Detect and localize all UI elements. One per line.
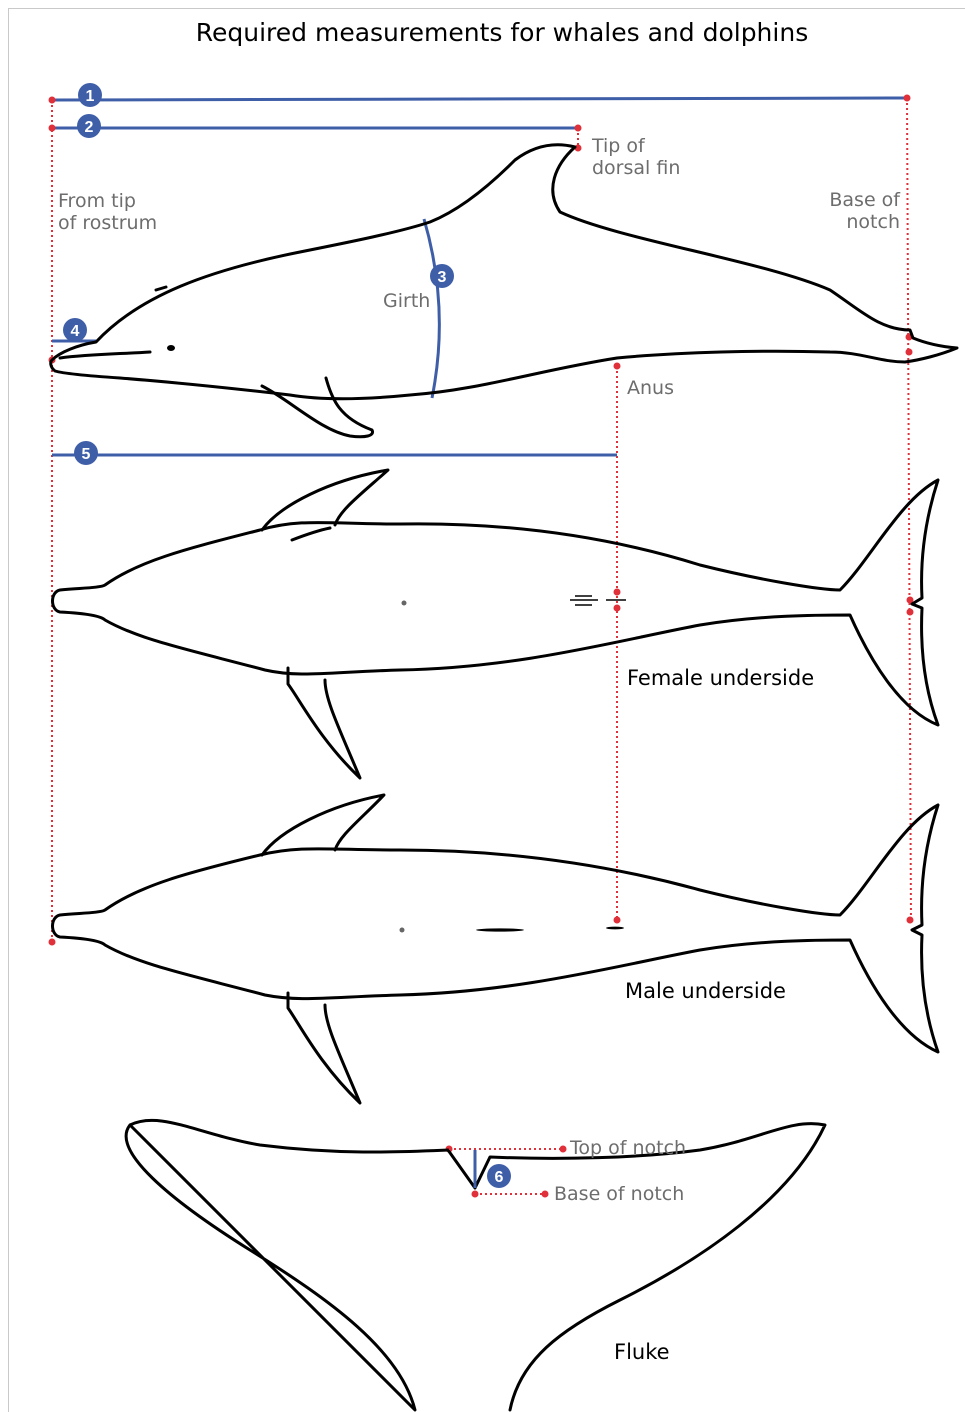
side-pectoral-fin bbox=[262, 378, 373, 437]
male-left-flipper bbox=[262, 795, 384, 855]
male-navel bbox=[400, 928, 405, 933]
side-mouth-line bbox=[60, 352, 150, 358]
female-navel bbox=[402, 601, 407, 606]
male-anus-mark bbox=[606, 927, 624, 930]
label-male-underside: Male underside bbox=[625, 979, 786, 1003]
svg-text:5: 5 bbox=[82, 446, 91, 463]
measurement-line-1 bbox=[52, 98, 907, 100]
label-from-tip-line2: of rostrum bbox=[58, 212, 157, 234]
label-from-tip-line1: From tip bbox=[58, 190, 136, 212]
diagram-title: Required measurements for whales and dol… bbox=[196, 18, 808, 47]
label-tip-dorsal-line1: Tip of bbox=[591, 135, 646, 157]
male-right-flipper bbox=[288, 993, 360, 1103]
female-right-flipper bbox=[288, 668, 360, 778]
dolphin-male-underside bbox=[53, 795, 939, 1103]
label-base-of-notch: Base of notch bbox=[554, 1183, 684, 1205]
fluke-view bbox=[126, 1120, 825, 1410]
svg-text:2: 2 bbox=[85, 119, 94, 136]
side-eye bbox=[167, 345, 175, 351]
label-female-underside: Female underside bbox=[627, 666, 814, 690]
dolphin-side-view bbox=[51, 145, 957, 437]
label-girth: Girth bbox=[383, 290, 430, 312]
label-anus: Anus bbox=[627, 377, 674, 399]
badge-3: 3 bbox=[430, 264, 454, 288]
label-fluke: Fluke bbox=[614, 1340, 670, 1364]
badge-5: 5 bbox=[74, 441, 98, 465]
notch-guide-line bbox=[907, 98, 911, 922]
label-tip-dorsal-line2: dorsal fin bbox=[592, 157, 680, 179]
badge-1: 1 bbox=[78, 83, 102, 107]
female-left-flipper bbox=[262, 470, 388, 530]
badge-2: 2 bbox=[77, 114, 101, 138]
svg-text:6: 6 bbox=[495, 1169, 504, 1186]
label-top-of-notch: Top of notch bbox=[569, 1137, 686, 1159]
svg-text:3: 3 bbox=[438, 269, 447, 286]
dolphin-female-underside bbox=[53, 470, 939, 778]
badge-4: 4 bbox=[63, 318, 87, 342]
svg-text:4: 4 bbox=[71, 323, 80, 340]
side-body-outline bbox=[51, 145, 957, 399]
label-base-notch-line2: notch bbox=[846, 211, 900, 233]
badge-6: 6 bbox=[487, 1164, 511, 1188]
male-genital-slit bbox=[476, 928, 524, 931]
svg-text:1: 1 bbox=[86, 88, 95, 105]
female-flipper-joint-top bbox=[292, 528, 330, 540]
label-base-notch-line1: Base of bbox=[829, 189, 901, 211]
female-genital-slit-icon bbox=[570, 596, 598, 605]
side-blowhole bbox=[156, 287, 166, 290]
